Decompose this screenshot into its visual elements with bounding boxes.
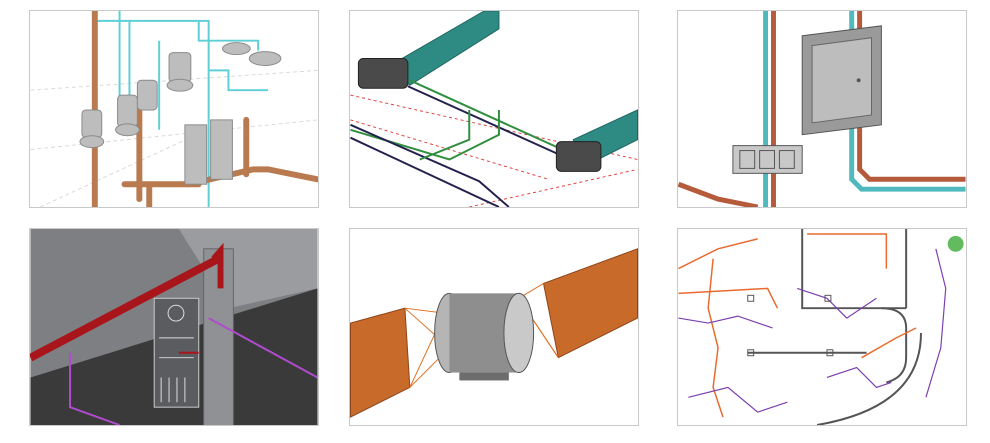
tile-fire-panel[interactable] [29,228,319,426]
tile-plumbing[interactable] [29,10,319,208]
ventilation-illustration [350,11,638,207]
duct-fan-illustration [350,248,638,418]
tile-electrical[interactable] [677,10,967,208]
tile-ventilation[interactable] [349,10,639,208]
fire-panel-illustration [30,229,318,425]
electrical-illustration [678,11,966,207]
plumbing-illustration [30,11,318,207]
tile-floor-plan[interactable] [677,228,967,426]
tile-duct-fan[interactable] [349,228,639,426]
floor-plan-illustration [678,229,964,425]
